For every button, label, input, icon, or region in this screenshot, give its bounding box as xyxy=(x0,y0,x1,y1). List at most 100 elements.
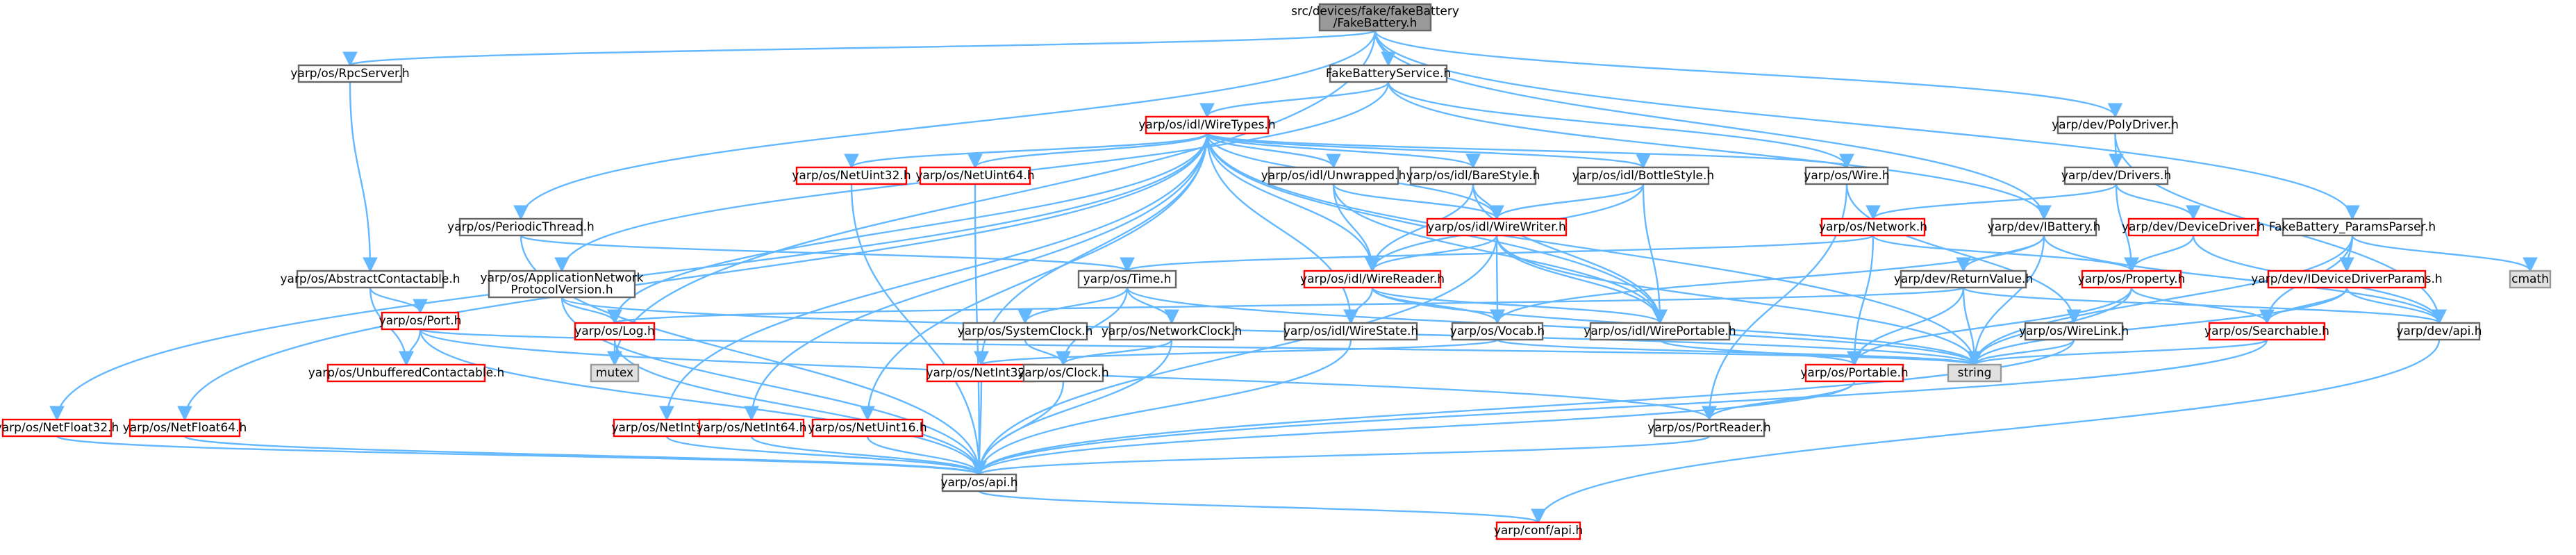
node-wirereader[interactable]: yarp/os/idl/WireReader.h xyxy=(1300,270,1445,289)
node-time[interactable]: yarp/os/Time.h xyxy=(1077,270,1177,289)
node-box-port xyxy=(381,311,460,331)
node-port[interactable]: yarp/os/Port.h xyxy=(379,311,462,331)
node-box-ibattery xyxy=(1991,217,2097,237)
node-confapi[interactable]: yarp/conf/api.h xyxy=(1494,521,1583,540)
edge-devapi-to-confapi xyxy=(1531,339,2441,524)
edge-ibattery-to-string xyxy=(1967,235,2045,367)
edge-paramsparser-to-cmath xyxy=(2351,235,2538,273)
node-appnet[interactable]: yarp/os/ApplicationNetworkProtocolVersio… xyxy=(481,270,644,299)
edge-wirereader-to-wirestate xyxy=(1343,287,1374,325)
edge-ideviceparams-to-string xyxy=(1967,287,2348,367)
node-portreader[interactable]: yarp/os/PortReader.h xyxy=(1647,418,1771,438)
node-label-abscontact: yarp/os/AbstractContactable.h xyxy=(280,272,460,286)
edge-drivers-to-network xyxy=(1865,183,2118,221)
edge-wiretypes-to-wirestate xyxy=(1206,133,1358,325)
node-label-appnet: yarp/os/ApplicationNetwork xyxy=(481,272,644,285)
node-unwrapped[interactable]: yarp/os/idl/Unwrapped.h xyxy=(1261,166,1406,185)
node-log[interactable]: yarp/os/Log.h xyxy=(574,322,656,341)
node-box-confapi xyxy=(1495,521,1581,540)
node-box-osapi xyxy=(941,473,1017,492)
node-wirestate[interactable]: yarp/os/idl/WireState.h xyxy=(1283,322,1418,341)
node-box-unbuffered xyxy=(326,363,486,383)
node-ibattery[interactable]: yarp/dev/IBattery.h xyxy=(1988,217,2101,237)
node-sysclock[interactable]: yarp/os/SystemClock.h xyxy=(958,322,1093,341)
node-barestyle[interactable]: yarp/os/idl/BareStyle.h xyxy=(1406,166,1540,185)
node-label-port: yarp/os/Port.h xyxy=(379,314,462,328)
edge-abscontact-to-port xyxy=(369,287,428,315)
node-paramsparser[interactable]: FakeBattery_ParamsParser.h xyxy=(2269,217,2436,237)
node-box-wirereader xyxy=(1303,270,1442,289)
node-property[interactable]: yarp/os/Property.h xyxy=(2078,270,2186,289)
node-wiretypes[interactable]: yarp/os/idl/WireTypes.h xyxy=(1138,115,1276,135)
node-polydriver[interactable]: yarp/dev/PolyDriver.h xyxy=(2052,115,2179,135)
node-network[interactable]: yarp/os/Network.h xyxy=(1819,217,1927,237)
edge-wiretypes-to-netint16 xyxy=(659,133,1208,422)
node-label-netint16: yarp/os/NetInt16.h xyxy=(611,421,722,435)
node-periodic[interactable]: yarp/os/PeriodicThread.h xyxy=(447,217,595,237)
node-portable[interactable]: yarp/os/Portable.h xyxy=(1800,363,1909,383)
node-vocab[interactable]: yarp/os/Vocab.h xyxy=(1450,322,1545,341)
node-label-fbservice: FakeBatteryService.h xyxy=(1326,67,1451,81)
node-netuint16[interactable]: yarp/os/NetUint16.h xyxy=(808,418,927,438)
node-box-barestyle xyxy=(1409,166,1537,185)
edge-wirewriter-to-wirereader xyxy=(1365,235,1498,273)
edge-property-to-portable xyxy=(1847,287,2133,367)
node-label-searchable: yarp/os/Searchable.h xyxy=(2204,324,2329,338)
node-box-portable xyxy=(1804,363,1904,383)
node-root[interactable]: src/devices/fake/fakeBattery/FakeBattery… xyxy=(1291,3,1459,32)
edge-barestyle-to-wireportable xyxy=(1472,183,1668,325)
node-netuint64[interactable]: yarp/os/NetUint64.h xyxy=(915,166,1035,185)
node-netfloat32[interactable]: yarp/os/NetFloat32.h xyxy=(0,418,119,438)
node-label-property: yarp/os/Property.h xyxy=(2078,272,2186,286)
node-label-mutex: mutex xyxy=(596,366,633,380)
node-netfloat64[interactable]: yarp/os/NetFloat64.h xyxy=(123,418,247,438)
edge-wirereader-to-wireportable xyxy=(1371,287,1668,325)
node-box-wirestate xyxy=(1283,322,1418,341)
edge-wiretypes-to-netfloat64 xyxy=(177,133,1208,422)
node-netint32[interactable]: yarp/os/NetInt32.h xyxy=(926,363,1037,383)
edge-sysclock-to-clock xyxy=(1024,339,1071,367)
edge-wiretypes-to-unwrapped xyxy=(1206,133,1341,169)
node-box-root xyxy=(1318,3,1432,32)
edge-portable-to-portreader xyxy=(1702,381,1856,422)
node-label-devicedriver: yarp/dev/DeviceDriver.h xyxy=(2122,220,2265,234)
node-clock[interactable]: yarp/os/Clock.h xyxy=(1017,363,1109,383)
edge-netuint16-to-osapi xyxy=(866,436,987,477)
node-devicedriver[interactable]: yarp/dev/DeviceDriver.h xyxy=(2122,217,2265,237)
node-osapi[interactable]: yarp/os/api.h xyxy=(940,473,1018,492)
edge-time-to-sysclock xyxy=(1017,287,1129,325)
node-box-appnet xyxy=(488,270,636,299)
node-retvalue[interactable]: yarp/dev/ReturnValue.h xyxy=(1894,270,2033,289)
node-label-unbuffered: yarp/os/UnbufferedContactable.h xyxy=(308,366,505,380)
node-box-drivers xyxy=(2063,166,2169,185)
node-netclock[interactable]: yarp/os/NetworkClock.h xyxy=(1102,322,1242,341)
node-bottlestyle[interactable]: yarp/os/idl/BottleStyle.h xyxy=(1572,166,1714,185)
node-netuint32[interactable]: yarp/os/NetUint32.h xyxy=(792,166,911,185)
node-netint64[interactable]: yarp/os/NetInt64.h xyxy=(696,418,807,438)
node-label-log: yarp/os/Log.h xyxy=(574,324,655,338)
node-wire[interactable]: yarp/os/Wire.h xyxy=(1804,166,1890,185)
edge-time-to-netclock xyxy=(1126,287,1179,325)
edge-network-to-time xyxy=(1120,234,1875,273)
edge-vocab-to-string xyxy=(1496,338,1982,367)
edge-vocab-to-netint32 xyxy=(974,338,1499,367)
node-wirewriter[interactable]: yarp/os/idl/WireWriter.h xyxy=(1426,217,1568,237)
node-label-wirereader: yarp/os/idl/WireReader.h xyxy=(1300,272,1445,286)
node-abscontact[interactable]: yarp/os/AbstractContactable.h xyxy=(280,270,460,289)
node-wireportable[interactable]: yarp/os/idl/WirePortable.h xyxy=(1584,322,1736,341)
node-label-clock: yarp/os/Clock.h xyxy=(1017,366,1108,380)
edge-wiretypes-to-netuint64 xyxy=(967,133,1208,169)
node-unbuffered[interactable]: yarp/os/UnbufferedContactable.h xyxy=(308,363,505,383)
edge-wiretypes-to-string xyxy=(1206,133,1982,367)
node-wirelink[interactable]: yarp/os/WireLink.h xyxy=(2019,322,2129,341)
edge-ideviceparams-to-searchable xyxy=(2259,287,2348,325)
header-nodes: src/devices/fake/fakeBattery/FakeBattery… xyxy=(0,3,2552,540)
edge-rpcserver-to-abscontact xyxy=(349,81,378,273)
node-ideviceparams[interactable]: yarp/dev/IDeviceDriverParams.h xyxy=(2251,270,2443,289)
node-devapi[interactable]: yarp/dev/api.h xyxy=(2396,322,2482,341)
node-searchable[interactable]: yarp/os/Searchable.h xyxy=(2204,322,2329,341)
node-rpcserver[interactable]: yarp/os/RpcServer.h xyxy=(290,64,410,83)
node-drivers[interactable]: yarp/dev/Drivers.h xyxy=(2061,166,2171,185)
node-label-paramsparser: FakeBattery_ParamsParser.h xyxy=(2269,220,2436,234)
node-fbservice[interactable]: FakeBatteryService.h xyxy=(1326,64,1451,83)
